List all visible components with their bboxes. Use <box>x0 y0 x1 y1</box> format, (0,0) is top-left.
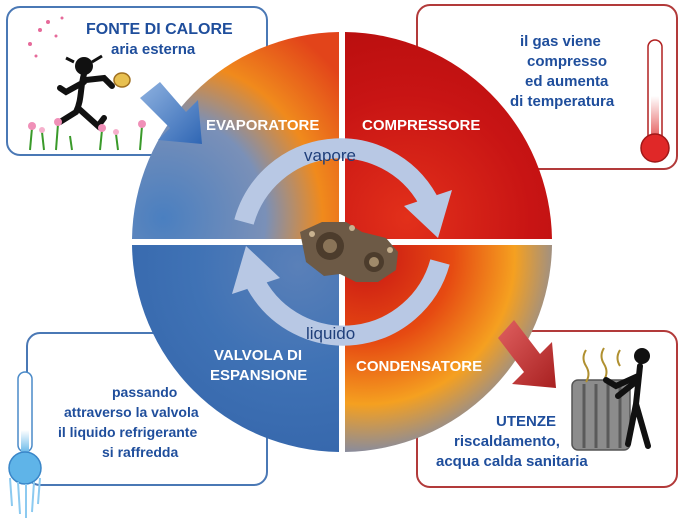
valve-label-line2: ESPANSIONE <box>210 367 308 384</box>
quadrant-valve <box>132 245 339 452</box>
quadrant-condenser <box>345 245 552 452</box>
compressor-note-line1: il gas viene <box>520 33 601 50</box>
petals-icon <box>28 16 64 58</box>
compressor-label: COMPRESSORE <box>362 117 481 134</box>
vapor-label: vapore <box>304 146 356 165</box>
compressor-icon <box>300 222 398 282</box>
liquid-arrow-head <box>232 246 280 294</box>
heat-in-arrow <box>140 82 202 144</box>
condenser-label: CONDENSATORE <box>356 358 483 375</box>
valve-note-line1: passando <box>112 384 178 400</box>
walking-person-icon <box>57 54 131 131</box>
compressor-note-line3: ed aumenta <box>525 73 609 90</box>
users-line2: acqua calda sanitaria <box>436 453 588 470</box>
warming-person-icon <box>603 348 651 449</box>
compressor-note-line2: compresso <box>527 53 608 70</box>
valve-label-line1: VALVOLA DI <box>214 347 303 364</box>
users-title: UTENZE <box>496 413 556 430</box>
heat-source-subtitle: aria esterna <box>111 41 196 58</box>
compressor-note-line4: di temperatura <box>510 93 615 110</box>
hot-thermometer-icon <box>640 39 670 163</box>
flowers-icon <box>28 118 146 151</box>
valve-note-line2: attraverso la valvola <box>64 404 199 420</box>
liquid-arrow <box>247 259 450 346</box>
quadrant-compressor <box>345 32 552 239</box>
valve-note-line4: si raffredda <box>102 444 179 460</box>
quadrant-evaporator <box>132 32 339 239</box>
vapor-arrow <box>234 138 437 225</box>
users-line1: riscaldamento, <box>454 433 560 450</box>
heat-source-title: FONTE DI CALORE <box>86 21 233 38</box>
cold-thermometer-icon <box>8 371 42 518</box>
evaporator-label: EVAPORATORE <box>206 117 320 134</box>
vapor-arrow-head <box>404 190 452 238</box>
radiator-icon <box>571 347 631 451</box>
liquid-label: liquido <box>306 324 356 343</box>
heat-out-arrow <box>498 320 556 388</box>
valve-note-line3: il liquido refrigerante <box>58 424 198 440</box>
